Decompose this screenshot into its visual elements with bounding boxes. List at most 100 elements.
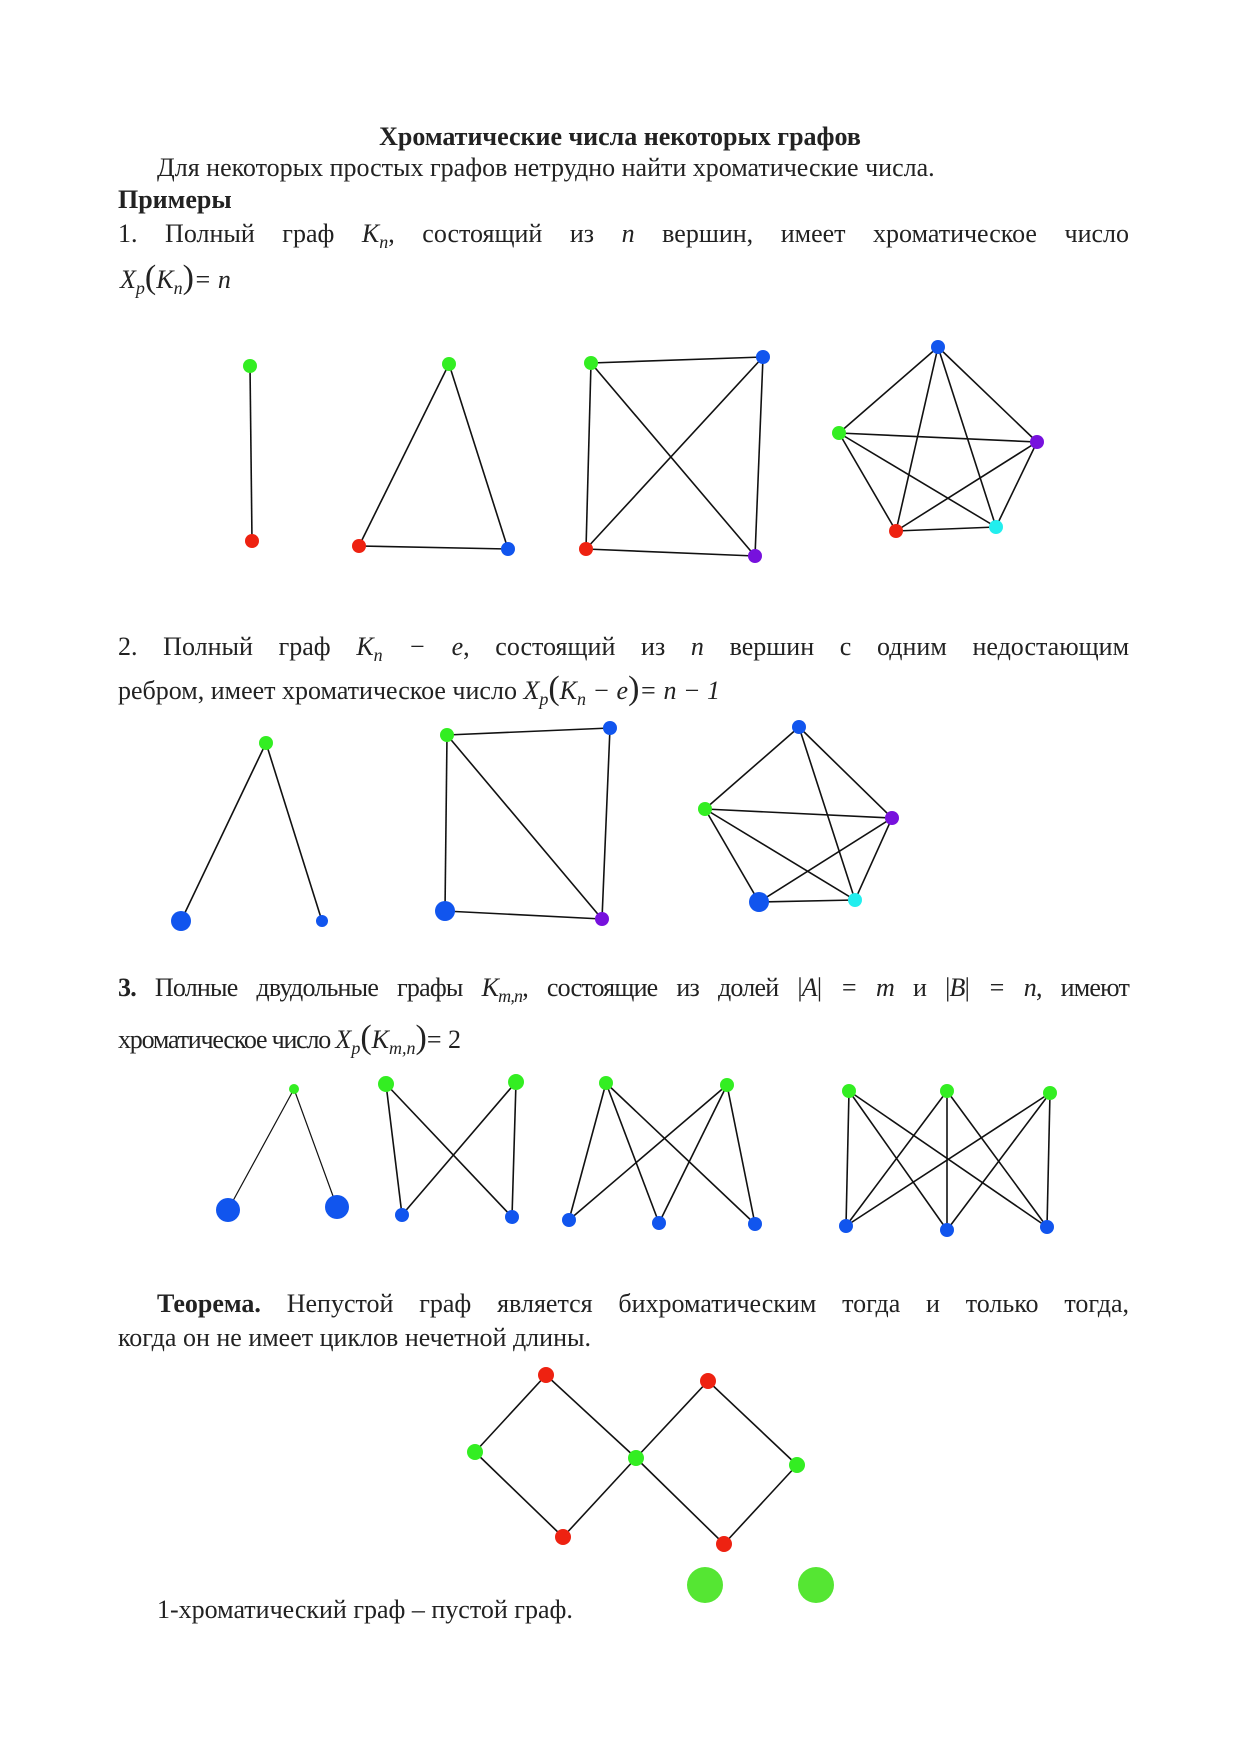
- vertex: [316, 915, 328, 927]
- vertex: [839, 1219, 853, 1233]
- examples-heading: Примеры: [118, 185, 232, 214]
- edge: [845, 1090, 948, 1227]
- vertex: [628, 1450, 644, 1466]
- edge: [474, 1374, 547, 1453]
- vertex: [848, 893, 862, 907]
- edge: [568, 1084, 728, 1221]
- edge: [838, 346, 939, 434]
- edge: [758, 817, 893, 903]
- vertex: [832, 426, 846, 440]
- edge: [562, 1457, 637, 1538]
- edge: [798, 726, 856, 901]
- vertex: [599, 1076, 613, 1090]
- edge: [937, 346, 1038, 443]
- graph-k4: [579, 350, 770, 563]
- vertex: [1043, 1086, 1057, 1100]
- edge: [845, 1092, 1051, 1227]
- graph-empty: [687, 1567, 834, 1603]
- vertex: [842, 1084, 856, 1098]
- vertex: [501, 542, 515, 556]
- edge: [854, 817, 893, 901]
- graph-k3: [352, 357, 515, 556]
- vertex: [171, 911, 191, 931]
- example-2-formula: Xp(Kn − e)= n − 1: [523, 670, 721, 710]
- edge: [758, 899, 856, 903]
- edge: [545, 1374, 637, 1459]
- example-3-formula: Xp(Km,n)= 2: [335, 1019, 461, 1059]
- edge: [511, 1081, 517, 1218]
- example-2-text-c: вершин с одним недостающим: [729, 632, 1130, 661]
- vertex: [698, 802, 712, 816]
- vertex: [579, 542, 593, 556]
- vertex: [940, 1084, 954, 1098]
- vertex: [538, 1367, 554, 1383]
- vertex: [555, 1529, 571, 1545]
- edge: [605, 1082, 660, 1224]
- example-3-number: 3.: [118, 973, 137, 1002]
- example-1-formula: Xp(Kn)= n: [120, 259, 231, 299]
- vertex: [508, 1074, 524, 1090]
- graph-k5: [832, 340, 1044, 538]
- example-1-n: n: [621, 219, 635, 248]
- graph-k4-minus-e: [435, 721, 617, 926]
- vertex: [584, 356, 598, 370]
- vertex: [378, 1076, 394, 1092]
- empty-graph-caption: 1-хроматический граф – пустой граф.: [157, 1595, 573, 1624]
- vertex: [352, 539, 366, 553]
- edge: [635, 1380, 709, 1459]
- vertex: [245, 534, 259, 548]
- example-3-b-size: |B| = n, имеют: [945, 973, 1130, 1002]
- edge: [444, 910, 603, 920]
- example-2-graph-symbol: Kn − e, состоящий из: [356, 632, 666, 666]
- edge: [723, 1464, 798, 1545]
- vertex: [748, 1217, 762, 1231]
- edge: [895, 346, 939, 532]
- edge: [895, 526, 997, 532]
- edge: [726, 1084, 756, 1225]
- page-title: Хроматические числа некоторых графов: [379, 122, 861, 151]
- edge: [937, 346, 997, 528]
- vertex: [325, 1195, 349, 1219]
- edge: [358, 363, 450, 547]
- intro-text: Для некоторых простых графов нетрудно на…: [157, 153, 935, 182]
- edge: [658, 1084, 728, 1224]
- edge: [585, 548, 756, 557]
- edge: [635, 1457, 725, 1545]
- graph-k2: [243, 359, 259, 548]
- edge: [946, 1092, 1051, 1231]
- edge: [180, 742, 267, 922]
- edge: [585, 362, 592, 550]
- vertex: [931, 340, 945, 354]
- theorem-text-1: Непустой граф является бихроматическим т…: [286, 1289, 1130, 1318]
- example-2-text-a: 2. Полный граф: [118, 632, 331, 661]
- vertex: [889, 524, 903, 538]
- vertex: [716, 1536, 732, 1552]
- vertex: [289, 1084, 299, 1094]
- edge: [385, 1083, 403, 1216]
- edge: [446, 727, 611, 736]
- edge: [585, 356, 764, 550]
- edge: [227, 1088, 295, 1211]
- example-1-text-c: вершин, имеет хроматическое число: [662, 219, 1130, 248]
- edge: [265, 742, 323, 922]
- edge: [848, 1090, 948, 1231]
- vertex: [442, 357, 456, 371]
- vertex: [687, 1567, 723, 1603]
- example-3-line-2: хроматическое число Xp(Km,n)= 2: [118, 1019, 461, 1059]
- vertex: [467, 1444, 483, 1460]
- vertex: [748, 549, 762, 563]
- graph-k1-2: [216, 1084, 349, 1222]
- theorem-label: Теорема.: [157, 1289, 261, 1318]
- edge: [845, 1090, 850, 1227]
- graph-k3-3: [839, 1084, 1057, 1237]
- example-1-graph-symbol: Kn, состоящий из: [361, 219, 595, 253]
- vertex: [652, 1216, 666, 1230]
- edge: [1046, 1092, 1051, 1228]
- edge: [798, 726, 893, 819]
- vertex: [259, 736, 273, 750]
- vertex: [395, 1208, 409, 1222]
- vertex: [989, 520, 1003, 534]
- edge: [605, 1082, 756, 1225]
- vertex: [789, 1457, 805, 1473]
